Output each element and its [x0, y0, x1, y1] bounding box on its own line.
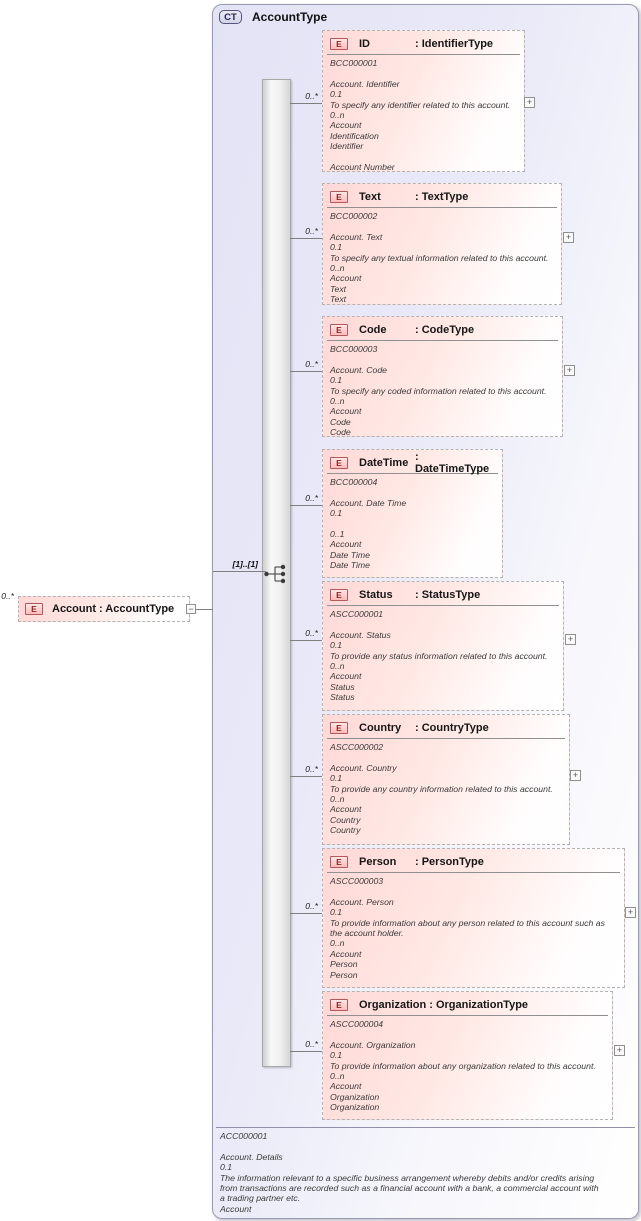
cardinality-label: 0..*: [305, 359, 318, 369]
complextype-annotation: ACC000001 Account. Details 0.1 The infor…: [220, 1131, 599, 1214]
expand-button[interactable]: +: [614, 1045, 625, 1056]
expand-button[interactable]: +: [570, 770, 581, 781]
element-badge: E: [330, 722, 348, 734]
divider: [327, 872, 620, 873]
cardinality-label: 0..*: [305, 493, 318, 503]
element-name: Code: [359, 324, 387, 336]
connector-line: [290, 371, 322, 372]
element-box-id[interactable]: E ID : IdentifierType BCC000001 Account.…: [322, 30, 525, 172]
connector-line: [196, 609, 213, 610]
element-name: ID: [359, 38, 370, 50]
element-badge: E: [330, 38, 348, 50]
complextype-badge: CT: [219, 10, 242, 24]
divider: [327, 473, 498, 474]
element-box-person[interactable]: E Person : PersonType ASCC000003 Account…: [322, 848, 625, 988]
element-annotation: ASCC000001 Account. Status 0.1 To provid…: [330, 609, 548, 703]
element-type: : OrganizationType: [429, 999, 529, 1011]
connector-line: [290, 103, 322, 104]
element-box-status[interactable]: E Status : StatusType ASCC000001 Account…: [322, 581, 564, 711]
element-badge: E: [330, 999, 348, 1011]
divider: [327, 738, 565, 739]
element-type: : TextType: [415, 191, 469, 203]
element-box-organization[interactable]: E Organization : OrganizationType ASCC00…: [322, 991, 613, 1120]
element-badge: E: [330, 856, 348, 868]
element-header: E Person : PersonType: [323, 849, 624, 870]
connector-line: [290, 505, 322, 506]
connector-line: [213, 571, 266, 572]
connector-line: [290, 913, 322, 914]
element-annotation: BCC000001 Account. Identifier 0.1 To spe…: [330, 58, 511, 173]
sequence-icon[interactable]: [263, 562, 289, 586]
element-box-country[interactable]: E Country : CountryType ASCC000002 Accou…: [322, 714, 570, 845]
element-badge: E: [330, 589, 348, 601]
element-annotation: ASCC000004 Account. Organization 0.1 To …: [330, 1019, 596, 1113]
element-header: E Country : CountryType: [323, 715, 569, 736]
element-name: DateTime: [359, 457, 409, 469]
element-type: : CodeType: [415, 324, 475, 336]
element-name: Account: [52, 603, 96, 615]
element-annotation: ASCC000002 Account. Country 0.1 To provi…: [330, 742, 553, 836]
element-header: E Organization : OrganizationType: [323, 992, 612, 1013]
divider: [327, 1015, 608, 1016]
divider: [327, 207, 557, 208]
cardinality-label: 0..*: [305, 764, 318, 774]
element-header: E ID : IdentifierType: [323, 31, 524, 52]
expand-button[interactable]: +: [565, 634, 576, 645]
element-annotation: ASCC000003 Account. Person 0.1 To provid…: [330, 876, 605, 980]
element-annotation: BCC000002 Account. Text 0.1 To specify a…: [330, 211, 549, 305]
element-header: E Text : TextType: [323, 184, 561, 205]
cardinality-label: 0..*: [305, 901, 318, 911]
element-header: E DateTime : DateTimeType: [323, 450, 502, 475]
expand-button[interactable]: +: [524, 97, 535, 108]
element-box-code[interactable]: E Code : CodeType BCC000003 Account. Cod…: [322, 316, 563, 437]
element-type: : CountryType: [415, 722, 489, 734]
expand-button[interactable]: +: [564, 365, 575, 376]
divider: [216, 1127, 635, 1128]
element-box-text[interactable]: E Text : TextType BCC000002 Account. Tex…: [322, 183, 562, 305]
expand-button[interactable]: +: [625, 907, 636, 918]
element-header: E Status : StatusType: [323, 582, 563, 603]
element-name: Status: [359, 589, 393, 601]
cardinality-label: 0..*: [305, 91, 318, 101]
connector-line: [290, 238, 322, 239]
root-cardinality-label: 0..*: [1, 591, 14, 601]
element-badge: E: [330, 191, 348, 203]
divider: [327, 340, 558, 341]
element-type: : StatusType: [415, 589, 481, 601]
complextype-header: CT AccountType: [219, 10, 327, 24]
cardinality-label: 0..*: [305, 1039, 318, 1049]
element-name: Country: [359, 722, 402, 734]
element-type: : PersonType: [415, 856, 484, 868]
connector-line: [290, 640, 322, 641]
element-type: : DateTimeType: [415, 451, 490, 475]
element-badge: E: [330, 457, 348, 469]
divider: [327, 54, 520, 55]
element-badge: E: [330, 324, 348, 336]
element-box-datetime[interactable]: E DateTime : DateTimeType BCC000004 Acco…: [322, 449, 503, 578]
element-name: Text: [359, 191, 381, 203]
connector-line: [290, 776, 322, 777]
complextype-title: AccountType: [252, 10, 328, 24]
cardinality-label: 0..*: [305, 226, 318, 236]
element-box-account[interactable]: E Account : AccountType: [18, 596, 190, 622]
cardinality-label: 0..*: [305, 628, 318, 638]
collapse-button[interactable]: −: [186, 604, 196, 614]
element-badge: E: [25, 603, 43, 615]
element-name: Organization: [359, 999, 427, 1011]
divider: [327, 605, 559, 606]
element-name: Person: [359, 856, 397, 868]
element-header: E Code : CodeType: [323, 317, 562, 338]
element-annotation: BCC000003 Account. Code 0.1 To specify a…: [330, 344, 547, 438]
connector-line: [290, 1051, 322, 1052]
element-annotation: BCC000004 Account. Date Time 0.1 0..1 Ac…: [330, 477, 407, 571]
element-type: : AccountType: [99, 603, 175, 615]
expand-button[interactable]: +: [563, 232, 574, 243]
element-type: : IdentifierType: [415, 38, 494, 50]
sequence-cardinality-label: [1]..[1]: [232, 559, 259, 569]
